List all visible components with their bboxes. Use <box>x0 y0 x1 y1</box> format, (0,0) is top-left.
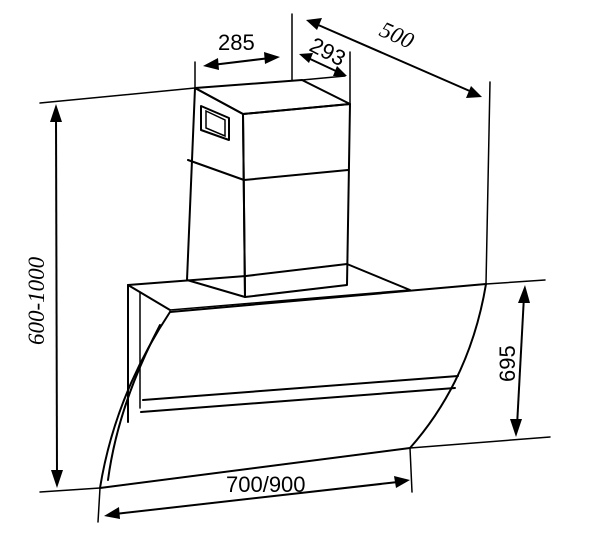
vent-window-inner <box>205 109 226 138</box>
top-reference-line-right <box>301 75 346 81</box>
chimney-side-face <box>242 103 351 298</box>
chimney-top-face <box>194 79 351 115</box>
arrow-head <box>203 58 219 70</box>
dimension-700-900: 700/900 <box>104 472 410 519</box>
arrow-head <box>50 104 62 122</box>
label-500: 500 <box>376 17 418 54</box>
label-293: 293 <box>306 32 350 71</box>
bottom-reference-line <box>39 487 101 493</box>
chimney-front-face <box>186 87 246 298</box>
hood-body <box>99 263 487 489</box>
glass-top-edge <box>169 283 487 313</box>
arrow-head <box>264 52 280 64</box>
arrow-head <box>104 507 120 519</box>
extension-lines <box>39 13 551 523</box>
dimension-695: 695 <box>495 285 530 437</box>
arrow-head <box>306 18 322 30</box>
arrow-head <box>466 86 482 98</box>
arrow-head <box>299 53 313 63</box>
hood-top-reference-line <box>485 279 546 285</box>
label-700-900: 700/900 <box>226 472 306 497</box>
arrow-head <box>518 285 530 303</box>
dimension-293: 293 <box>299 32 350 76</box>
arrow-head <box>510 419 522 437</box>
width-right-extension <box>409 447 413 493</box>
label-695: 695 <box>495 345 520 382</box>
dimension-600-1000: 600-1000 <box>24 104 63 488</box>
arrow-head <box>394 476 410 488</box>
total-depth-extension <box>485 81 491 285</box>
vent-window <box>200 105 230 141</box>
glass-stripe-bottom <box>140 387 456 413</box>
arrow-head <box>51 470 63 488</box>
hood-top-left-edge <box>127 284 171 311</box>
bottom-reference-line-right <box>409 436 551 449</box>
label-285: 285 <box>218 30 255 55</box>
glass-bottom-edge <box>99 447 411 489</box>
dimension-285: 285 <box>203 30 280 70</box>
glass-right-curve <box>409 283 487 449</box>
chimney <box>186 79 351 298</box>
glass-stripe-top <box>142 375 459 401</box>
hood-top-back-edge <box>127 263 411 291</box>
top-reference-line <box>39 87 196 104</box>
width-left-extension <box>97 487 101 523</box>
glass-left-inner-curve <box>107 324 161 481</box>
label-600-1000: 600-1000 <box>24 256 49 345</box>
chimney-seam <box>187 159 349 181</box>
arrow-head <box>333 66 347 76</box>
